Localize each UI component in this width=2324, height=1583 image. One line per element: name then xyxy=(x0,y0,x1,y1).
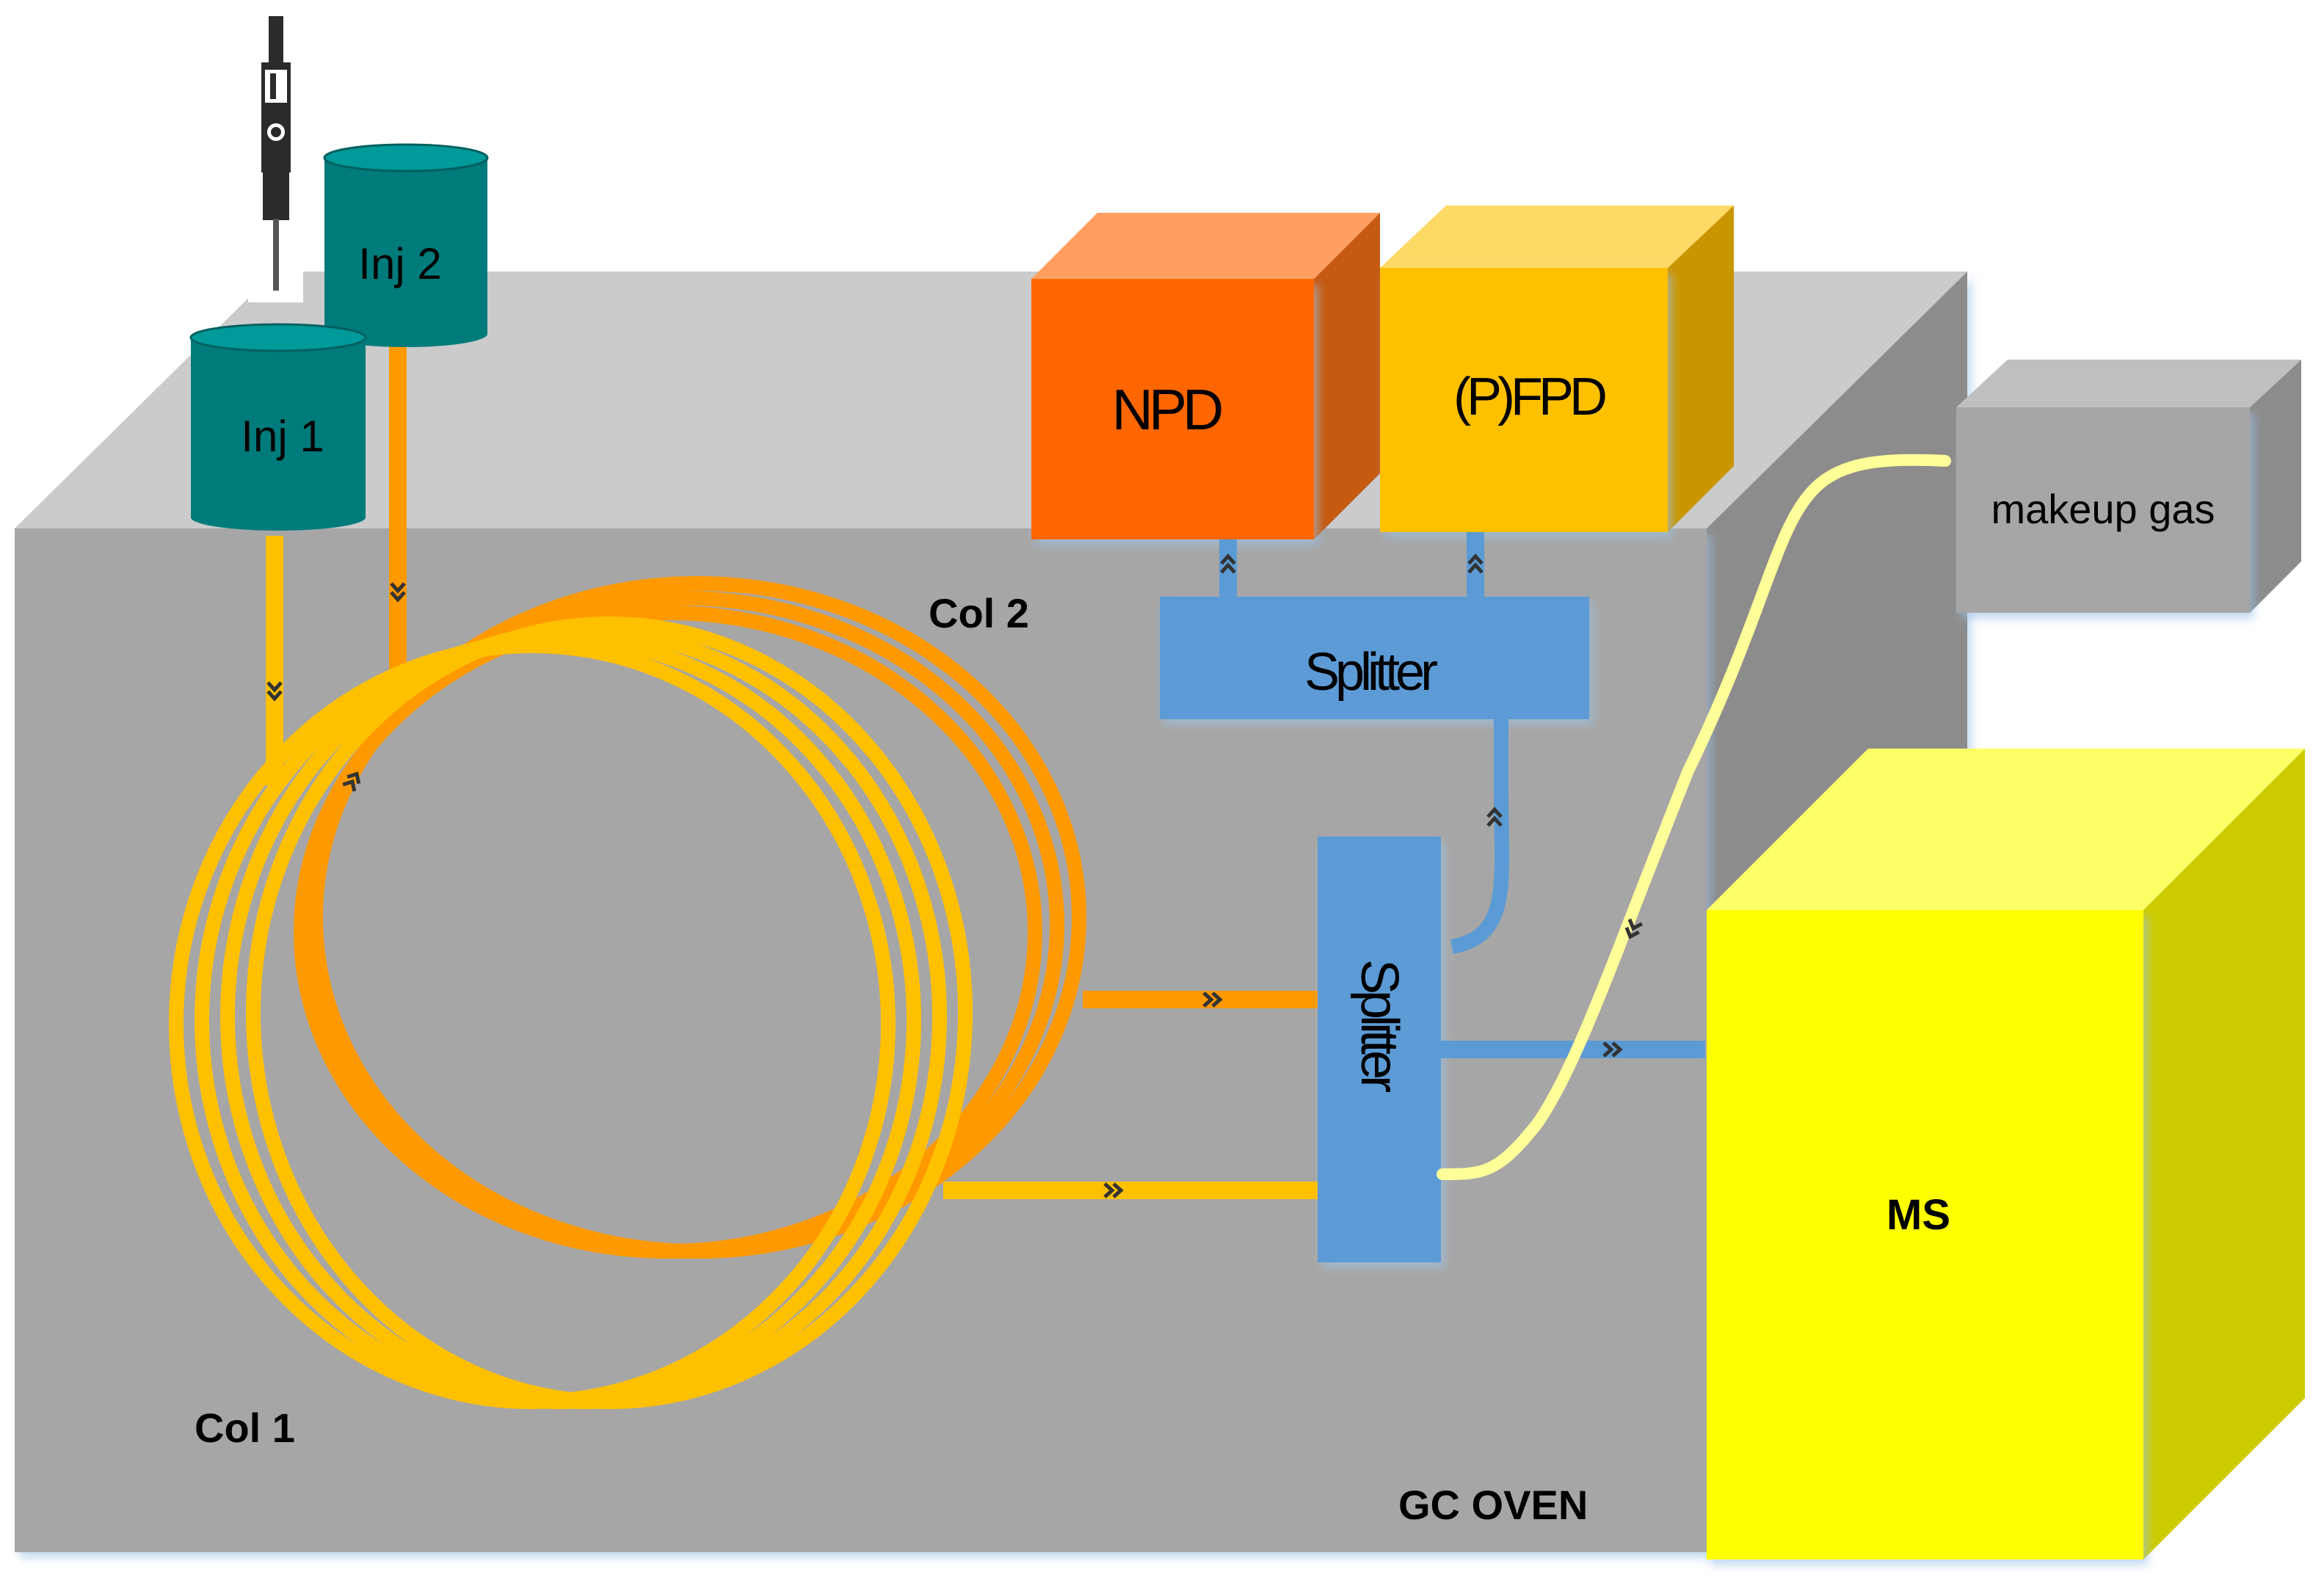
npd-label: NPD xyxy=(1112,377,1221,442)
column-1-coil xyxy=(169,616,973,1409)
injector-lines xyxy=(266,345,407,785)
pfpd-detector: (P)FPD xyxy=(1380,205,1734,532)
gc-oven-label: GC OVEN xyxy=(1398,1482,1588,1528)
splitter-link-line xyxy=(1450,719,1510,954)
ms-detector: MS xyxy=(1707,749,2305,1560)
pfpd-label: (P)FPD xyxy=(1453,368,1605,426)
column-outlet-lines xyxy=(943,991,1318,1199)
makeup-gas-box: makeup gas xyxy=(1956,360,2301,613)
splitter-main-label: Splitter xyxy=(1350,959,1409,1092)
injector-1-label: Inj 1 xyxy=(241,412,324,461)
syringe-icon xyxy=(248,16,303,302)
splitter-top-label: Splitter xyxy=(1304,643,1437,702)
npd-detector: NPD xyxy=(1031,213,1380,539)
splitter-main: Splitter xyxy=(1318,837,1441,1262)
col1-label: Col 1 xyxy=(195,1405,295,1451)
injector-2-label: Inj 2 xyxy=(358,239,441,288)
detector-lines xyxy=(1219,532,1484,597)
makeup-gas-line xyxy=(1437,454,1951,1180)
injector-1: Inj 1 xyxy=(189,323,367,531)
column-2-coil xyxy=(294,576,1086,1259)
injector-2: Inj 2 xyxy=(323,143,489,347)
ms-label: MS xyxy=(1887,1191,1950,1239)
col2-label: Col 2 xyxy=(929,590,1029,636)
makeup-gas-label: makeup gas xyxy=(1991,486,2215,532)
splitter-top: Splitter xyxy=(1160,597,1589,719)
